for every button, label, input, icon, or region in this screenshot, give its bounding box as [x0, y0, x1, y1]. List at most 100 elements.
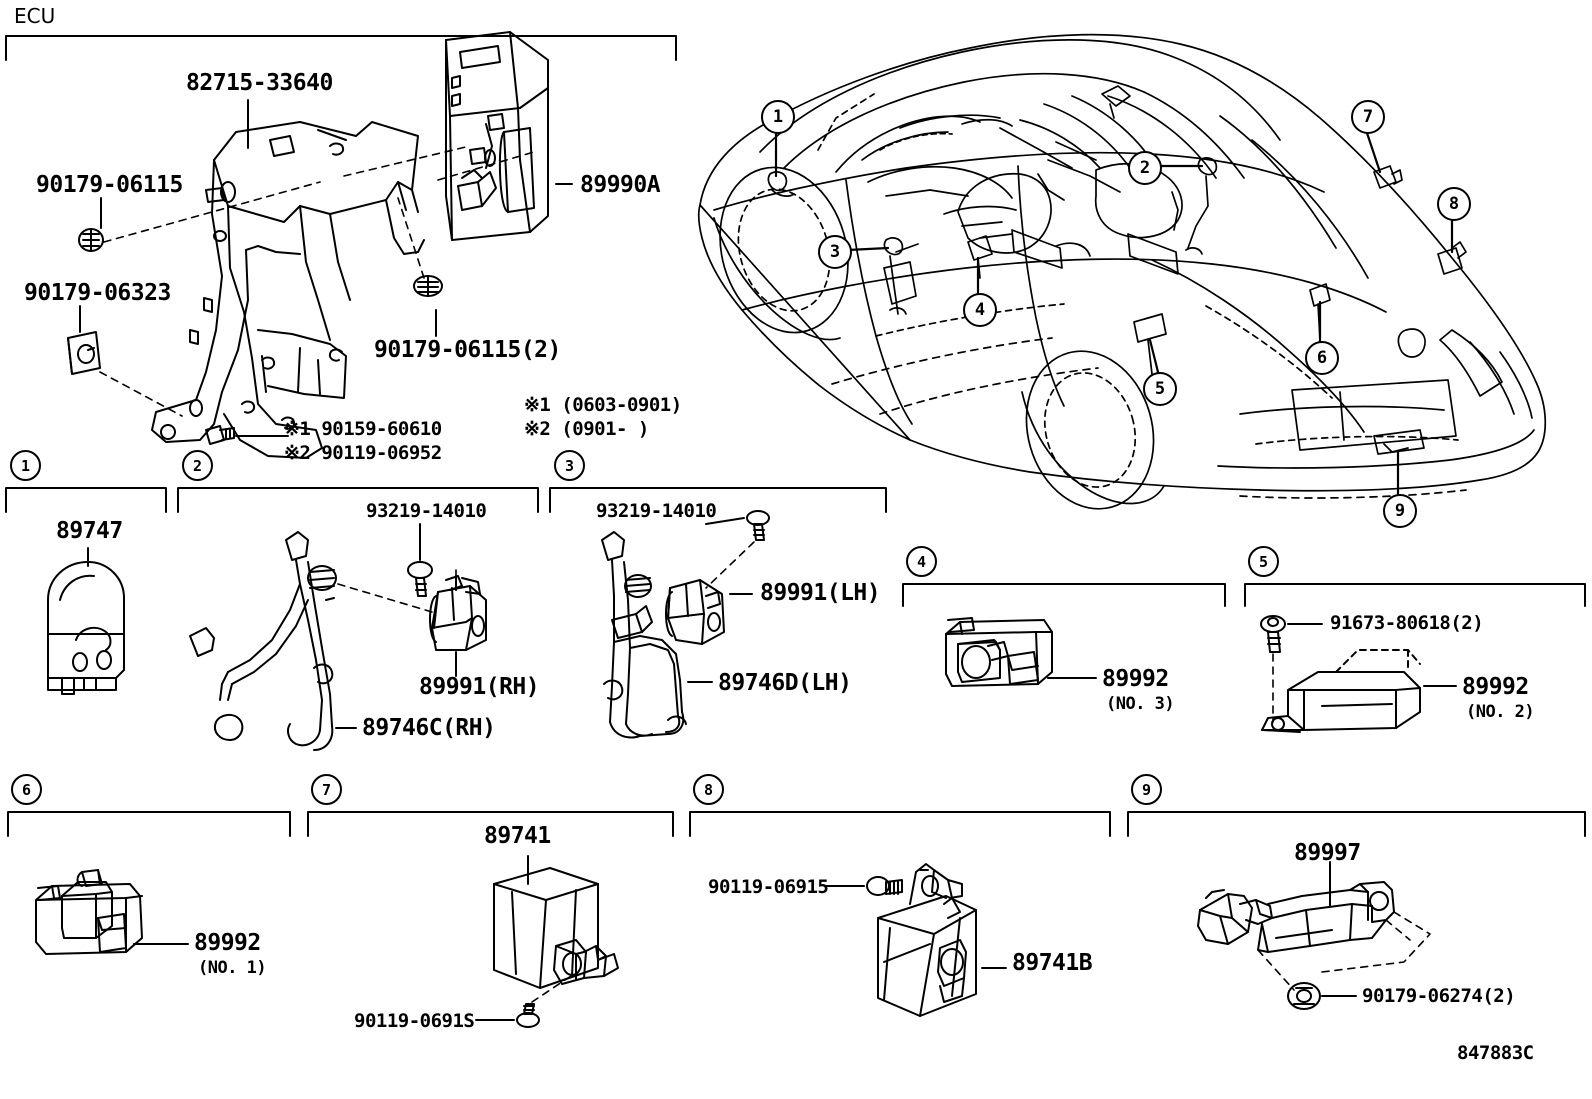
section-header-6[interactable]: 6	[11, 774, 42, 805]
section-header-8[interactable]: 8	[693, 774, 724, 805]
vehicle-callout-4[interactable]: 4	[963, 293, 997, 327]
vehicle-callout-1[interactable]: 1	[761, 100, 795, 134]
part-sublabel-89992-no3: (NO. 3)	[1106, 694, 1175, 714]
part-label-89997: 89997	[1294, 840, 1361, 866]
leaders-section8	[825, 885, 1007, 969]
alt-note-2-mark: ※2	[284, 442, 311, 464]
date-note-2: ※2 (0901- )	[524, 418, 649, 440]
leaders-section7	[475, 855, 529, 1021]
date-note-2-range: (0901- )	[561, 418, 649, 440]
part-art-89741	[493, 867, 619, 989]
part-label-89746D-lh: 89746D(LH)	[718, 670, 852, 696]
section-header-2[interactable]: 2	[182, 450, 213, 481]
alt-note-2-number: 90119-06952	[321, 442, 442, 464]
vehicle-illustration	[697, 33, 1547, 510]
vehicle-callout-6[interactable]: 6	[1305, 341, 1339, 375]
part-art-89741B	[877, 863, 977, 1017]
part-art-bolt-93219-2	[407, 561, 433, 597]
vehicle-callout-8[interactable]: 8	[1437, 187, 1471, 221]
vehicle-callout-2[interactable]: 2	[1128, 151, 1162, 185]
part-label-90119-0691S: 90119-0691S	[354, 1010, 475, 1032]
dashed-section7	[531, 973, 575, 1003]
diagram-id-code: 847883C	[1457, 1042, 1534, 1064]
part-art-bolt-91673	[1260, 615, 1286, 653]
section-header-4[interactable]: 4	[906, 546, 937, 577]
grommet-art-lower	[67, 331, 101, 375]
part-label-90119-06915: 90119-06915	[708, 876, 829, 898]
part-label-89992-no3: 89992	[1102, 666, 1169, 692]
leader-lines-ecu	[79, 99, 573, 437]
date-note-1-mark: ※1	[524, 394, 551, 416]
date-note-1-range: (0603-0901)	[561, 394, 682, 416]
leaders-section5	[1287, 623, 1457, 687]
ecu-mounting-bracket-art	[151, 121, 425, 459]
part-art-89991RH	[429, 575, 487, 651]
section-bracket-1	[5, 487, 167, 513]
group-label-ecu: ECU	[14, 4, 56, 28]
date-note-2-mark: ※2	[524, 418, 551, 440]
section-bracket-6	[7, 811, 291, 837]
part-label-93219-14010-lh: 93219-14010	[596, 500, 717, 522]
section-bracket-8	[689, 811, 1111, 837]
part-sublabel-89992-no1: (NO. 1)	[198, 958, 267, 978]
vehicle-callout-3[interactable]: 3	[818, 235, 852, 269]
part-art-89992-no1	[35, 869, 143, 955]
part-label-89992-no2: 89992	[1462, 674, 1529, 700]
part-label-90179-06274: 90179-06274(2)	[1362, 985, 1516, 1007]
section-bracket-5	[1244, 583, 1586, 607]
part-label-82715-33640: 82715-33640	[186, 70, 333, 96]
part-label-93219-14010-rh: 93219-14010	[366, 500, 487, 522]
section-header-3[interactable]: 3	[554, 450, 585, 481]
section-header-7[interactable]: 7	[311, 774, 342, 805]
part-art-89746D	[601, 531, 687, 739]
part-art-89746C	[189, 531, 337, 751]
alt-note-1-number: 90159-60610	[321, 418, 442, 440]
part-label-89741: 89741	[484, 823, 551, 849]
section-header-5[interactable]: 5	[1248, 546, 1279, 577]
alt-note-2: ※2 90119-06952	[284, 442, 442, 464]
part-art-89991LH	[665, 579, 725, 645]
section-bracket-2	[177, 487, 539, 513]
vehicle-callout-5[interactable]: 5	[1143, 372, 1177, 406]
part-label-89747: 89747	[56, 518, 123, 544]
part-art-grommet-90179-9	[1287, 982, 1321, 1010]
part-label-89746C-rh: 89746C(RH)	[362, 715, 496, 741]
vehicle-callout-7[interactable]: 7	[1351, 100, 1385, 134]
part-label-90179-06115-2: 90179-06115(2)	[374, 337, 561, 363]
alt-note-1: ※1 90159-60610	[284, 418, 442, 440]
part-art-bolt-93219-3	[746, 510, 770, 541]
grommet-art-pair	[413, 275, 443, 297]
part-label-90179-06115: 90179-06115	[36, 172, 183, 198]
dashed-section2	[337, 569, 457, 613]
section-bracket-3	[549, 487, 887, 513]
vehicle-callout-9[interactable]: 9	[1383, 494, 1417, 528]
alt-note-1-mark: ※1	[284, 418, 311, 440]
part-label-90179-06323: 90179-06323	[24, 280, 171, 306]
part-sublabel-89992-no2: (NO. 2)	[1466, 702, 1535, 722]
part-label-89741B: 89741B	[1012, 950, 1093, 976]
grommet-art-upper	[78, 228, 104, 252]
section-header-9[interactable]: 9	[1131, 774, 1162, 805]
part-art-89997	[1197, 881, 1395, 953]
dashed-section9	[1257, 911, 1431, 991]
dashed-section3	[705, 541, 755, 589]
part-art-89992-no2	[1261, 649, 1421, 733]
leaders-section3	[687, 517, 753, 683]
part-art-89992-no3	[945, 617, 1053, 687]
section-header-1[interactable]: 1	[10, 450, 41, 481]
ecu-module-art	[445, 31, 549, 241]
part-art-bolt-90119-7	[516, 1003, 540, 1028]
part-label-89990A: 89990A	[580, 172, 661, 198]
date-note-1: ※1 (0603-0901)	[524, 394, 682, 416]
ecu-group-bracket	[5, 35, 677, 61]
part-label-91673-80618: 91673-80618(2)	[1330, 612, 1484, 634]
vehicle-callout-leaders	[774, 128, 1454, 498]
section-bracket-4	[902, 583, 1226, 607]
section-bracket-7	[307, 811, 674, 837]
bolt-art-ecu	[205, 425, 235, 445]
part-art-89747	[47, 561, 125, 695]
section-bracket-9	[1127, 811, 1586, 837]
dashed-leaders-ecu	[99, 145, 535, 417]
